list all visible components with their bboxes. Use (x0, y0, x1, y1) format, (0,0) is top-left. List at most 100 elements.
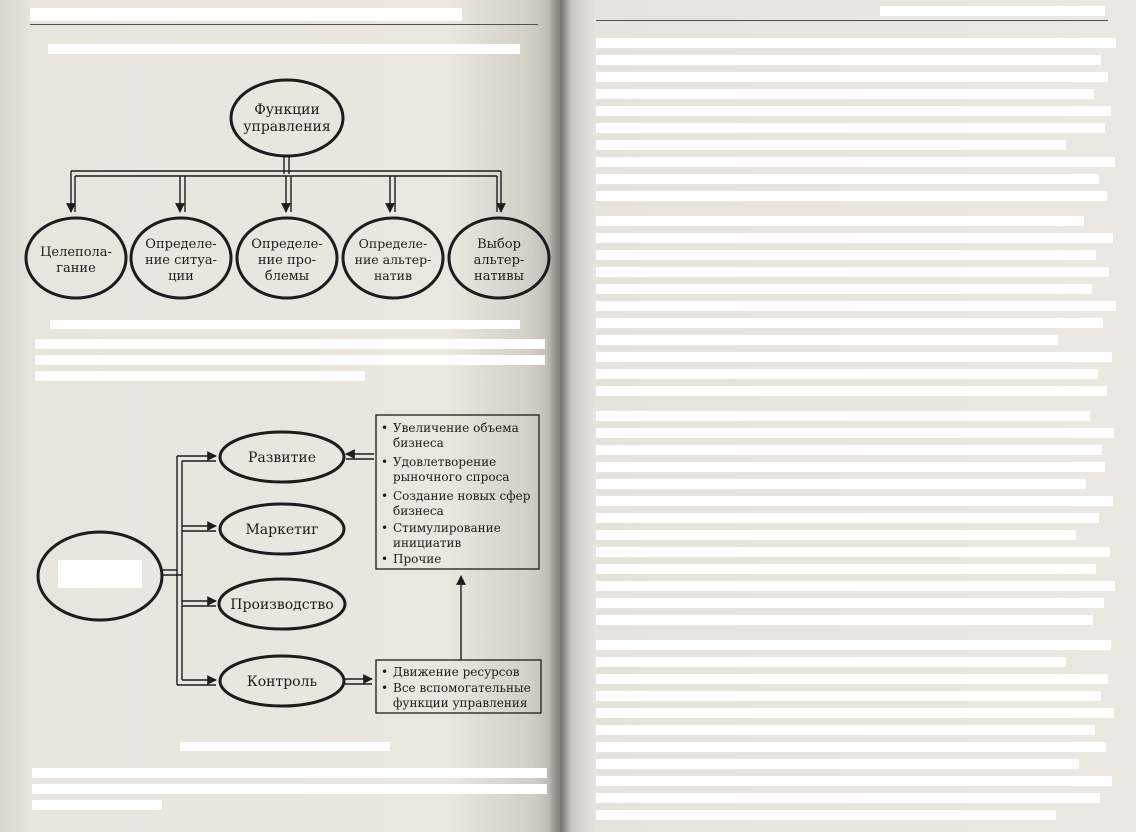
child-3-label-3: блемы (265, 269, 309, 284)
list-item: Прочие (393, 552, 441, 566)
tree-connectors (66, 155, 506, 213)
text-redaction (596, 742, 1106, 752)
text-redaction (596, 157, 1115, 167)
node-development (218, 430, 346, 484)
node-control-label: Контроль (247, 674, 318, 690)
list-item: Создание новых сфер (393, 489, 531, 503)
list-bullet: • (381, 665, 388, 679)
child-5-label-2: альтер- (474, 253, 525, 268)
functions-diagram-labels: Функции управления Целепола- гание Опред… (40, 102, 524, 284)
text-redaction (596, 191, 1107, 201)
child-4-label-1: Определе- (359, 236, 428, 251)
child-3-label-2: ние про- (258, 253, 316, 268)
child-oval-3 (235, 216, 339, 300)
list-item-cont: функции управления (393, 696, 527, 710)
branch-connectors (162, 449, 466, 686)
development-list: • Увеличение объема бизнеса • Удовлетвор… (381, 421, 531, 566)
text-redaction (596, 140, 1066, 150)
child-4-label-3: натив (374, 268, 412, 283)
header-redaction (880, 6, 1105, 16)
text-redaction (48, 44, 520, 54)
text-redaction (596, 428, 1114, 438)
text-redaction (596, 615, 1093, 625)
list-bullet: • (381, 455, 388, 469)
child-1-label-1: Целепола- (40, 245, 112, 260)
book-gutter (548, 0, 570, 832)
text-redaction (596, 564, 1096, 574)
text-redaction (596, 810, 1056, 820)
text-redaction (596, 411, 1090, 421)
text-redaction (596, 55, 1101, 65)
child-2-label-1: Определе- (145, 237, 216, 252)
text-redaction (596, 725, 1095, 735)
list-bullet: • (381, 489, 388, 503)
root-label-1: Функции (254, 102, 320, 118)
text-redaction (35, 339, 545, 349)
list-item-cont: бизнеса (393, 436, 444, 450)
node-development-label: Развитие (248, 450, 316, 466)
caption-redaction (180, 742, 390, 751)
text-redaction (596, 369, 1098, 379)
text-redaction (596, 496, 1113, 506)
list-bullet: • (381, 681, 388, 695)
control-list: • Движение ресурсов • Все вспомогательны… (381, 665, 531, 710)
text-redaction (596, 267, 1109, 277)
text-redaction (596, 793, 1100, 803)
control-list-box (375, 659, 542, 714)
child-oval-5 (447, 216, 551, 300)
child-oval-4 (341, 216, 445, 300)
node-control (218, 654, 346, 708)
areas-diagram (36, 414, 542, 714)
text-redaction (596, 216, 1084, 226)
node-production-label: Производство (230, 597, 333, 613)
text-redaction (596, 581, 1115, 591)
text-redaction (596, 250, 1096, 260)
text-redaction (596, 445, 1102, 455)
text-redaction (596, 233, 1113, 243)
left-page (0, 0, 560, 832)
caption-redaction (50, 320, 520, 329)
text-redaction (596, 598, 1104, 608)
list-item: Стимулирование (393, 521, 501, 535)
list-item: Удовлетворение (393, 455, 496, 469)
list-item-cont: инициатив (393, 536, 462, 550)
text-redaction (596, 708, 1114, 718)
node-production (217, 577, 347, 631)
child-3-label-1: Определе- (251, 237, 322, 252)
text-redaction (596, 174, 1099, 184)
text-redaction (32, 768, 547, 778)
child-oval-2 (129, 216, 233, 300)
text-redaction (596, 335, 1058, 345)
list-bullet: • (381, 552, 388, 566)
development-list-box (375, 414, 540, 570)
text-redaction (596, 547, 1110, 557)
text-redaction (596, 479, 1086, 489)
child-2-label-2: ние ситуа- (145, 253, 217, 268)
text-redaction (596, 776, 1112, 786)
text-redaction (596, 318, 1103, 328)
text-redaction (596, 386, 1107, 396)
text-redaction (596, 123, 1105, 133)
node-marketing (218, 502, 346, 556)
list-item-cont: рыночного спроса (393, 470, 509, 484)
list-item: Все вспомогательные (393, 681, 531, 695)
text-redaction (596, 462, 1105, 472)
child-5-label-3: нативы (474, 269, 524, 284)
text-redaction (596, 38, 1116, 48)
right-page (560, 0, 1136, 832)
text-redaction (32, 784, 547, 794)
text-redaction (596, 657, 1066, 667)
text-redaction (596, 691, 1101, 701)
text-redaction (596, 759, 1079, 769)
areas-diagram-labels: Развитие Маркетиг Производство Контроль (230, 450, 333, 690)
child-4-label-2: ние альтер- (355, 252, 432, 267)
list-bullet: • (381, 521, 388, 535)
text-redaction (35, 355, 545, 365)
text-redaction (596, 513, 1099, 523)
text-redaction (596, 106, 1111, 116)
list-item: Увеличение объема (393, 421, 519, 435)
source-oval (36, 530, 164, 622)
text-redaction (596, 72, 1108, 82)
